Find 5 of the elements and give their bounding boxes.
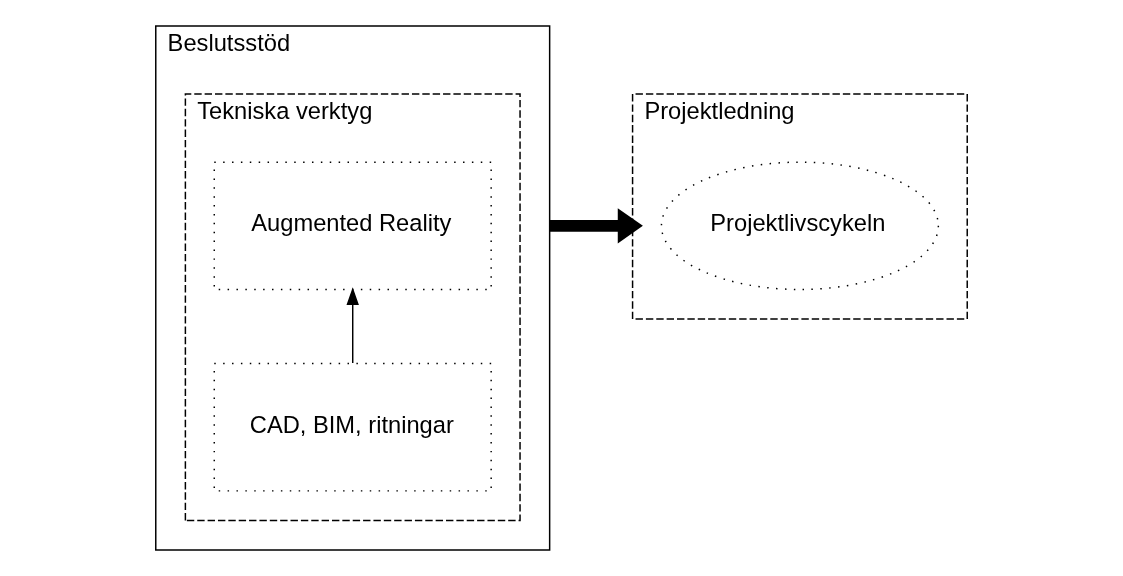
arrow [346, 287, 359, 364]
arrow [549, 208, 643, 244]
node-box: Augmented Reality [213, 161, 492, 291]
node-box: CAD, BIM, ritningar [213, 362, 492, 492]
node-ellipse: Projektlivscykeln [660, 161, 940, 291]
